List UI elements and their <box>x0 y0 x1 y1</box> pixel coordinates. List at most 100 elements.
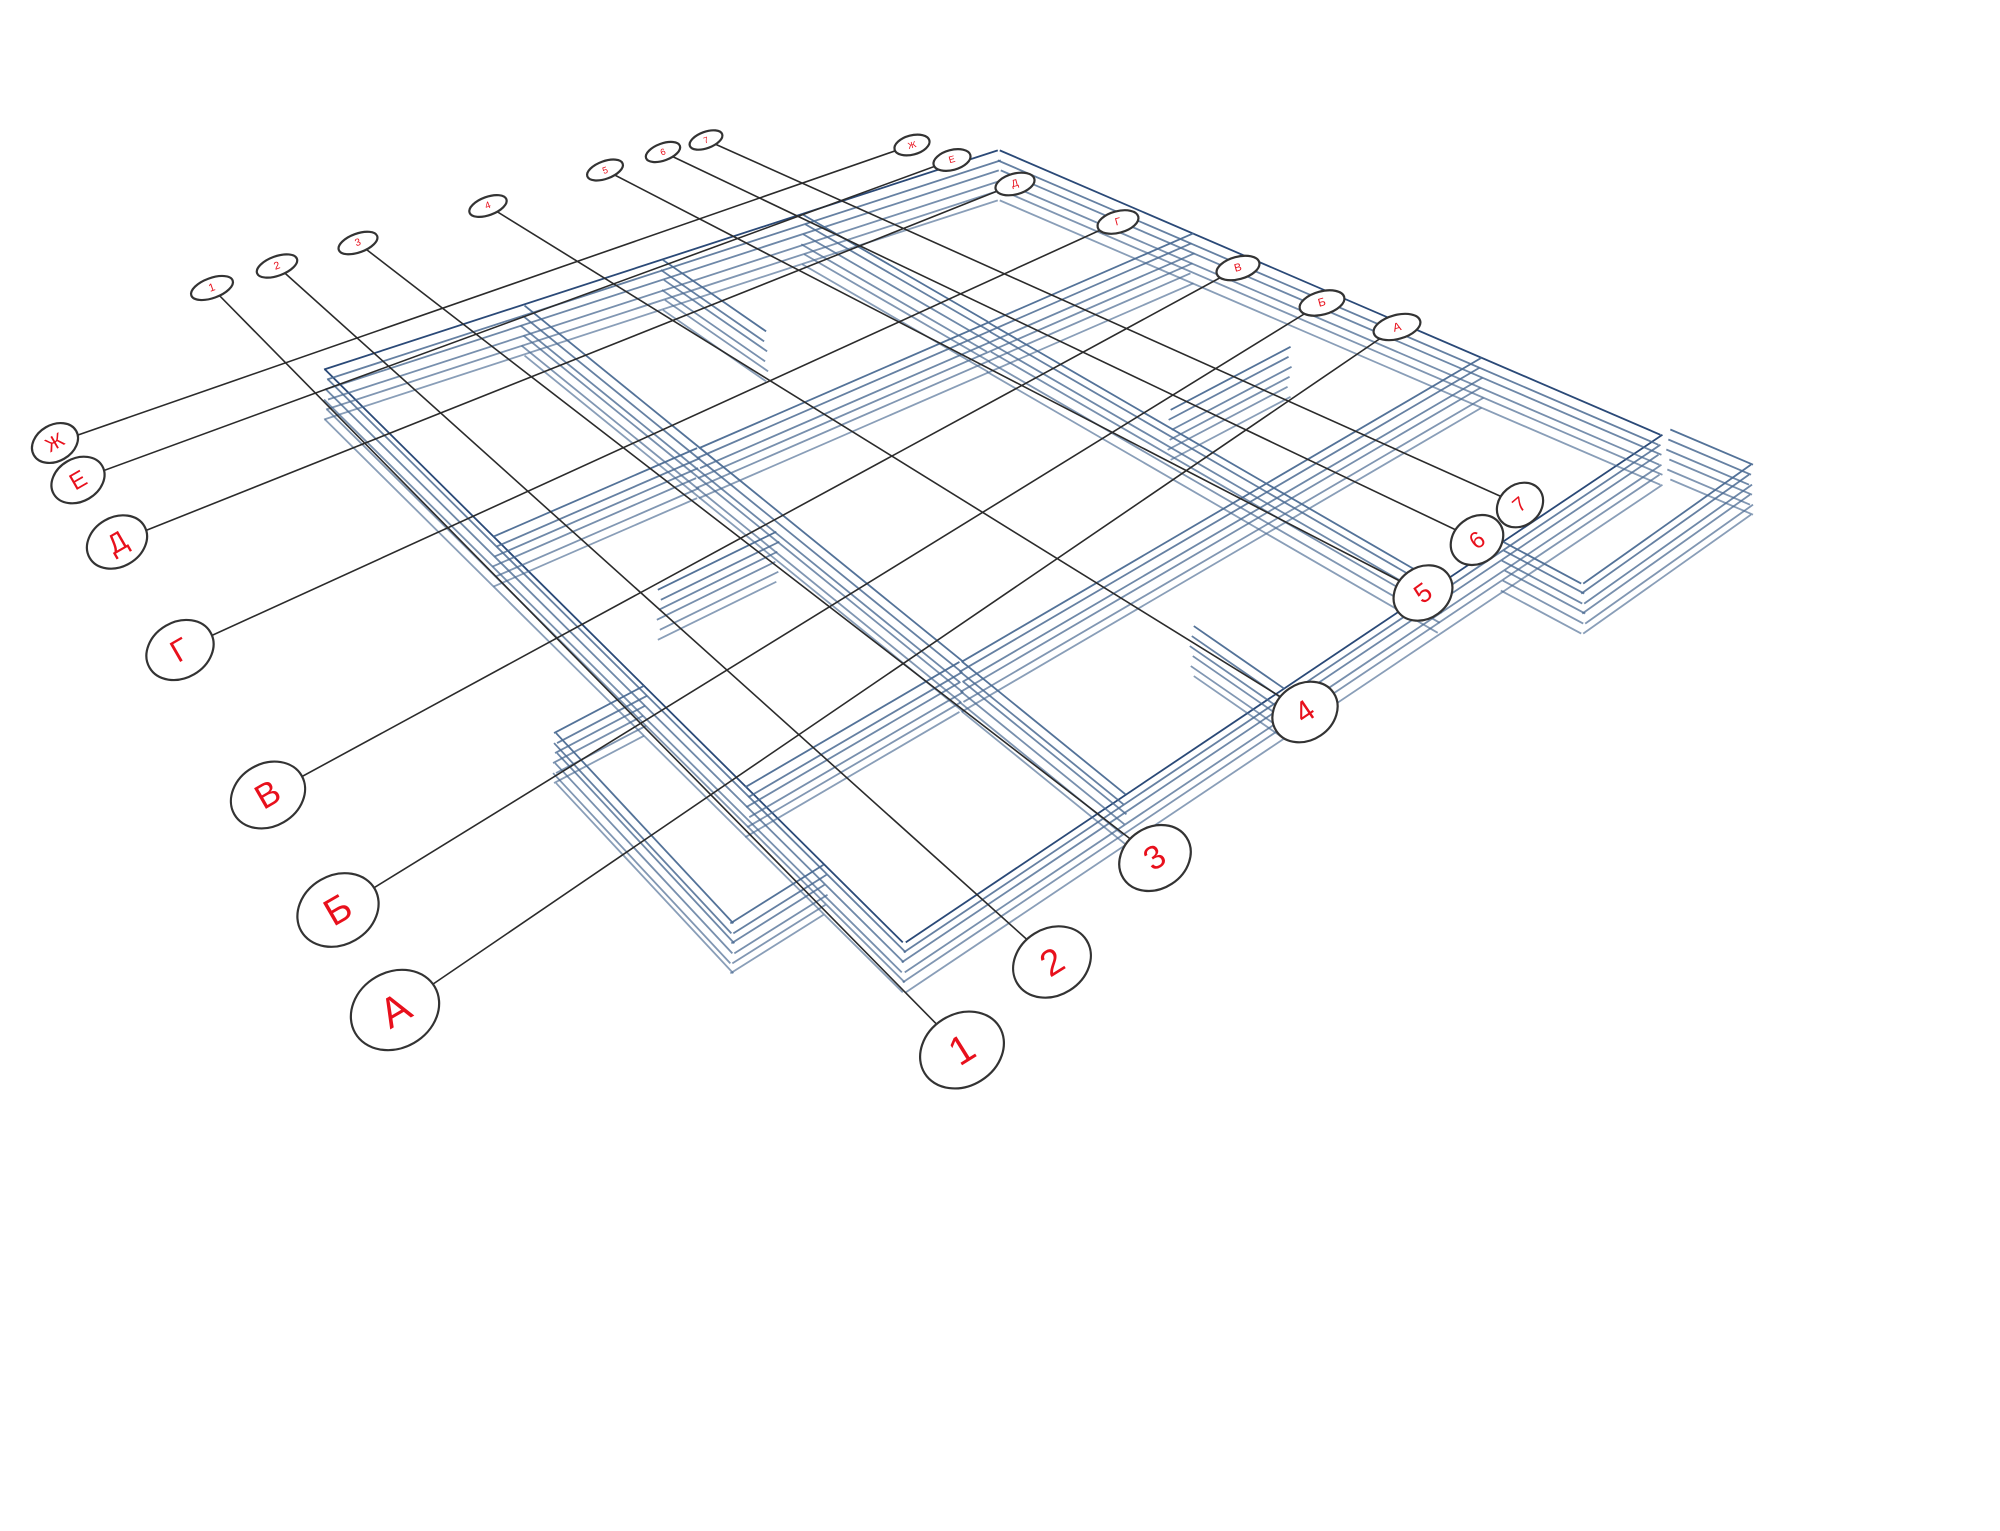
wall-line <box>327 378 907 954</box>
axis-line-Е <box>77 159 953 481</box>
wall-line <box>987 242 1192 333</box>
axis-bubble-outline <box>145 618 215 682</box>
wall-line <box>1581 493 1751 615</box>
axis-line-Д <box>116 183 1016 543</box>
wall-line <box>1265 386 1481 514</box>
wall-line <box>729 914 825 975</box>
axis-bubble-back-5: 5 <box>585 158 625 182</box>
wall-line <box>553 742 733 934</box>
axis-bubble-outline <box>1495 481 1545 529</box>
axis-line-Г <box>179 221 1119 651</box>
wall-line <box>988 262 1193 353</box>
axis-line-В <box>267 267 1239 796</box>
wall-line <box>493 447 698 538</box>
axis-bubble-label: В <box>1233 261 1243 274</box>
wall-line <box>522 334 700 479</box>
wall-line <box>1584 503 1754 625</box>
wall-line <box>1501 559 1583 605</box>
wall-line <box>802 233 990 343</box>
axis-bubble-outline <box>1118 823 1192 893</box>
axis-bubble-left-Ж: Ж <box>30 421 80 465</box>
wall-line <box>323 149 999 371</box>
wall-line <box>745 681 961 808</box>
wall-line <box>989 330 1269 494</box>
axis-bubble-outline <box>229 760 307 830</box>
axis-bubble-label: 1 <box>207 281 217 294</box>
axis-bubble-front-3: 3 <box>1118 823 1192 893</box>
wall-line <box>988 360 1268 524</box>
axis-bubble-back-6: 6 <box>644 140 682 164</box>
wall-line <box>986 320 1266 484</box>
wall-line <box>327 179 1003 401</box>
axis-bubble-outline <box>644 140 682 164</box>
axis-bubble-left-Г: Г <box>145 618 215 682</box>
axis-bubble-outline <box>296 872 380 948</box>
axis-bubble-outline <box>1271 680 1339 744</box>
axis-bubble-front-4: 4 <box>1271 680 1339 744</box>
axis-bubble-label: 6 <box>659 146 667 157</box>
wall-line <box>658 550 778 611</box>
wall-line <box>663 279 768 353</box>
wall-line <box>960 482 1268 663</box>
wall-line <box>744 711 960 838</box>
axis-bubble-back-7: 7 <box>688 129 724 151</box>
wall-line <box>1582 513 1752 635</box>
axis-bubble-outline <box>255 253 299 279</box>
wall-line <box>661 289 766 363</box>
wall-line <box>1504 569 1586 615</box>
wall-line <box>523 354 701 499</box>
wall-line <box>801 263 989 373</box>
wall-line <box>746 701 962 828</box>
wall-line <box>731 904 827 965</box>
axis-bubble-outline <box>85 514 149 570</box>
wall-line <box>696 330 989 459</box>
wall-line <box>744 661 960 788</box>
wall-line <box>990 252 1195 343</box>
wall-line <box>492 477 697 568</box>
wall-line <box>556 752 736 944</box>
wall-line <box>552 772 732 964</box>
axis-bubble-right-Г: Г <box>1096 209 1140 235</box>
wall-line <box>747 671 963 798</box>
axis-line-3 <box>357 242 1156 859</box>
axis-bubble-left-Д: Д <box>85 514 149 570</box>
wall-line <box>1192 655 1284 720</box>
axis-bubble-front-2: 2 <box>1012 925 1092 999</box>
axis-line-Ж <box>54 144 913 444</box>
axis-bubble-outline <box>1392 564 1454 622</box>
axis-bubble-outline <box>932 148 972 172</box>
wall-line <box>1669 478 1754 516</box>
axis-line-5 <box>604 169 1424 594</box>
wall-line <box>1583 483 1753 605</box>
axis-bubble-left-В: В <box>229 760 307 830</box>
wall-line <box>521 314 699 459</box>
wall-line <box>989 282 1194 373</box>
wall-line <box>326 408 906 984</box>
wall-line <box>324 169 1000 391</box>
axis-bubble-label: 3 <box>353 237 362 249</box>
wall-line <box>326 159 1002 381</box>
axis-bubble-right-Д: Д <box>994 171 1036 197</box>
axis-bubble-outline <box>893 133 931 157</box>
wall-line <box>962 681 1128 816</box>
wall-line <box>555 724 647 774</box>
wall-line <box>1582 463 1752 585</box>
axis-bubble-outline <box>918 1010 1006 1090</box>
wall-line <box>1193 675 1285 740</box>
axis-bubble-back-4: 4 <box>468 194 508 218</box>
grid-axis-lines <box>54 139 1521 1051</box>
wall-line <box>729 864 825 925</box>
wall-line <box>1001 189 1663 476</box>
wall-line <box>1170 346 1291 411</box>
wall-line <box>801 213 989 323</box>
wall-line <box>961 502 1269 683</box>
wall-line <box>523 304 701 449</box>
axis-bubble-outline <box>1096 209 1140 235</box>
axis-bubble-outline <box>50 455 106 505</box>
wall-line <box>695 467 961 683</box>
axis-bubble-back-2: 2 <box>255 253 299 279</box>
wall-line <box>699 447 965 663</box>
wall-line <box>697 350 990 479</box>
wall-line <box>493 497 698 588</box>
wall-line <box>1193 625 1285 690</box>
